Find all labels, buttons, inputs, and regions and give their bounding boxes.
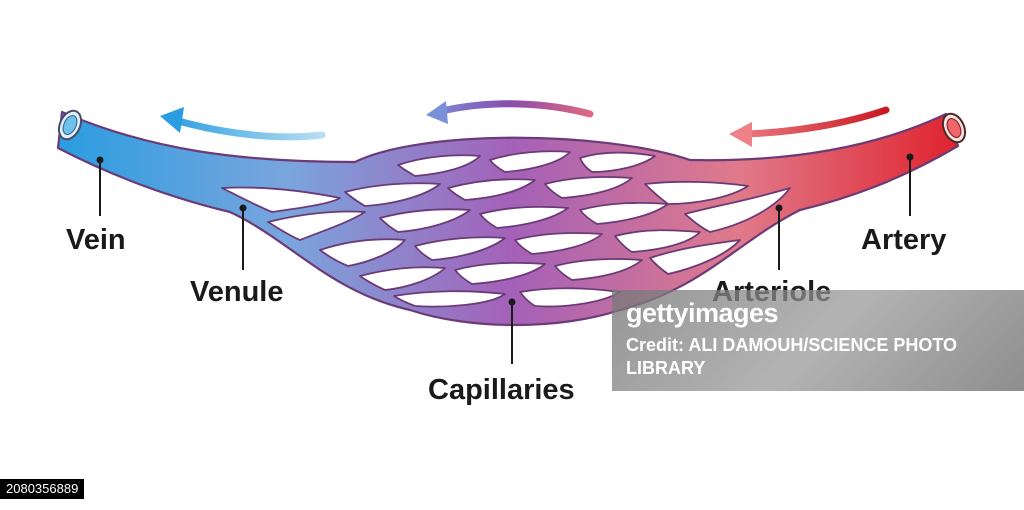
vein-lumen (62, 114, 78, 136)
arrowhead-left-icon (160, 107, 184, 133)
watermark-credit: Credit: ALI DAMOUH/SCIENCE PHOTO LIBRARY (626, 335, 958, 378)
capillary-network (221, 150, 791, 308)
image-id-badge: 2080356889 (0, 479, 85, 499)
artery-label: Artery (861, 224, 947, 256)
flow-arrow-right (729, 106, 890, 147)
arrowhead-right-icon (729, 122, 752, 147)
capillaries-label: Capillaries (428, 374, 575, 406)
arrowhead-center-icon (426, 101, 448, 124)
flow-arrow-center (426, 100, 594, 124)
watermark-overlay: gettyimages Credit: ALI DAMOUH/SCIENCE P… (612, 290, 1024, 391)
vein-label: Vein (66, 224, 126, 256)
venule-label: Venule (190, 276, 284, 308)
flow-arrow-left (160, 107, 326, 141)
leader-lines (99, 157, 911, 364)
watermark-brand: gettyimages (626, 298, 779, 328)
artery-lumen (946, 117, 962, 139)
leader-dots (96, 153, 914, 306)
